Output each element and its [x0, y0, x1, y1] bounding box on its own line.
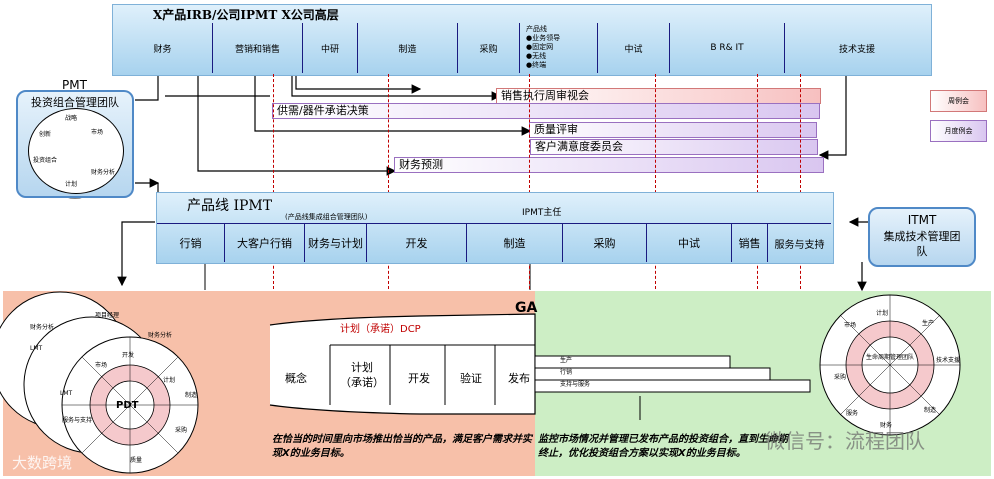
legend-weekly: 周例会 — [930, 90, 987, 112]
irb-cell-tech-support: 技术支援 — [785, 23, 929, 73]
irb-cell-marketing: 营销和销售 — [213, 23, 303, 73]
pmt-wheel-label: 投资组合 — [33, 155, 57, 164]
pdt-wheel-label: LMT — [30, 345, 42, 352]
lifecycle-label-marketing: 行销 — [560, 367, 572, 376]
ipmt-cell-development: 开发 — [367, 224, 467, 262]
phase-release: 发布 — [508, 370, 530, 386]
product-line-item: ●终端 — [526, 61, 597, 70]
phase-plan: 计划 （承诺） — [340, 360, 384, 390]
pmt-wheel-label: 创新 — [39, 129, 51, 138]
lmt-wheel — [820, 295, 960, 435]
note-pdt-goal: 在恰当的时间里向市场推出恰当的产品，满足客户需求并实现X的业务目标。 — [272, 433, 534, 461]
ipmt-cell-procurement: 采购 — [563, 224, 647, 262]
legend-monthly: 月度例会 — [930, 120, 987, 142]
irb-cell-procurement: 采购 — [458, 23, 520, 73]
meeting-supply-commit: 供需/器件承诺决策 — [272, 103, 820, 119]
pdt-wheel-label: 采购 — [175, 425, 187, 434]
meeting-financial-forecast: 财务预测 — [394, 157, 824, 173]
irb-title: X产品IRB/公司IPMT X公司高层 — [153, 6, 339, 23]
pdt-wheel-label: 市场 — [95, 360, 107, 369]
lmt-wheel-label: 计划 — [876, 308, 888, 317]
watermark-right: 微信号：流程团队 — [765, 425, 925, 454]
irb-cell-brit: B R& IT — [670, 23, 785, 73]
irb-cell-manufacturing: 制造 — [358, 23, 458, 73]
ipmt-cell-key-accounts: 大客户行销 — [225, 224, 305, 262]
pmt-wheel-face: 战略 市场 投资组合 财务分析 创新 计划 — [28, 108, 124, 194]
product-line-item: ●固定网 — [526, 43, 597, 52]
pmt-wheel-label: 市场 — [91, 127, 103, 136]
pdt-wheel-label: 开发 — [122, 350, 134, 359]
pmt-wheel-label: 战略 — [65, 113, 77, 122]
product-line-title: 产品线 — [526, 25, 597, 34]
pmt-wheel-label: 财务分析 — [91, 167, 115, 176]
pdt-label: PDT — [116, 400, 138, 411]
ipmt-cell-pilot: 中试 — [647, 224, 732, 262]
phase-concept: 概念 — [285, 370, 307, 386]
lifecycle-label-support: 支持与服务 — [560, 379, 590, 388]
note-lmt-goal: 监控市场情况并管理已发布产品的投资组合，直到生命期终止，优化投资组合方案以实现X… — [538, 433, 793, 461]
pdt-wheel-label: 制造 — [185, 390, 197, 399]
ipmt-cell-marketing: 行销 — [157, 224, 225, 262]
watermark-left: 大数跨境 — [12, 452, 72, 473]
ipmt-cell-sales: 销售 — [732, 224, 768, 262]
dcp-label: 计划（承诺）DCP — [340, 320, 421, 335]
lmt-wheel-label: 生产 — [922, 318, 934, 327]
meeting-csat-committee: 客户满意度委员会 — [530, 139, 818, 155]
ipmt-subtitle: (产品线集成组合管理团队) — [285, 212, 367, 222]
lifecycle-label-production: 生产 — [560, 355, 572, 364]
phase-verify: 验证 — [460, 370, 482, 386]
lmt-wheel-label: 采购 — [834, 372, 846, 381]
irb-cell-rd: 中研 — [303, 23, 358, 73]
lmt-wheel-label: 市场 — [844, 320, 856, 329]
ipmt-cell-service: 服务与支持 — [768, 224, 831, 262]
phase-develop: 开发 — [408, 370, 430, 386]
pmt-wheel-label: 计划 — [65, 179, 77, 188]
product-line-item: ●业务领导 — [526, 34, 597, 43]
pdt-wheel-label: 计划 — [163, 375, 175, 384]
pdt-wheel-label: 项目经理 — [95, 310, 119, 319]
pdt-wheel-label: LMT — [60, 390, 72, 397]
pdt-wheel-label: 财务分析 — [148, 330, 172, 339]
ga-label: GA — [515, 300, 537, 316]
irb-cell-finance: 财务 — [113, 23, 213, 73]
ipmt-bar: 产品线 IPMT (产品线集成组合管理团队) IPMT主任 行销 大客户行销 财… — [156, 192, 834, 264]
lmt-wheel-label: 技术支援 — [936, 355, 960, 364]
ipmt-head: IPMT主任 — [522, 205, 561, 218]
ipmt-title: 产品线 IPMT — [187, 195, 272, 215]
itmt-name: 集成技术管理团队 — [880, 229, 964, 259]
irb-cell-pilot: 中试 — [598, 23, 670, 73]
meeting-sales-review: 销售执行周审视会 — [496, 88, 821, 104]
product-line-item: ●无线 — [526, 52, 597, 61]
itmt-box: ITMT 集成技术管理团队 — [868, 207, 976, 267]
ipmt-cell-manufacturing: 制造 — [467, 224, 563, 262]
pdt-wheel-label: 服务与支持 — [62, 415, 92, 424]
itmt-code: ITMT — [870, 213, 974, 227]
lmt-label: 生命周期管理团队 — [866, 352, 914, 361]
pdt-wheel-label: 财务分析 — [30, 322, 54, 331]
pdt-wheel-label: 质量 — [130, 455, 142, 464]
lmt-wheel-label: 服务 — [846, 408, 858, 417]
meeting-quality-review: 质量评审 — [529, 122, 817, 138]
irb-cell-product-line: 产品线 ●业务领导 ●固定网 ●无线 ●终端 — [520, 23, 598, 73]
lmt-wheel-label: 制造 — [924, 405, 936, 414]
irb-bar: X产品IRB/公司IPMT X公司高层 财务 营销和销售 中研 制造 采购 产品… — [112, 4, 932, 76]
ipmt-cell-finance-plan: 财务与计划 — [305, 224, 367, 262]
